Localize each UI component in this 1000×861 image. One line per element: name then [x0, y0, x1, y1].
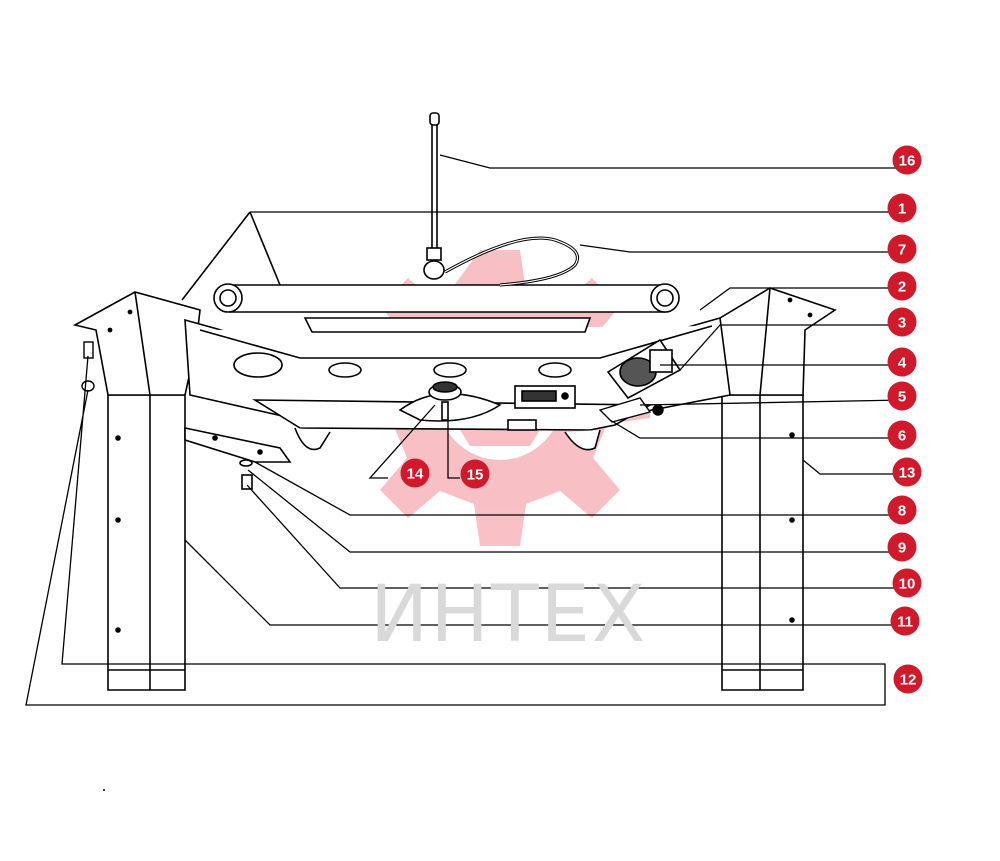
callout-11: 11 [890, 606, 920, 636]
antenna [423, 112, 445, 280]
left-pillar [107, 394, 186, 691]
callout-5: 5 [887, 381, 917, 411]
callout-9: 9 [887, 532, 917, 562]
svg-text:3: 3 [898, 315, 906, 332]
svg-text:9: 9 [898, 540, 906, 557]
svg-text:6: 6 [898, 428, 906, 445]
callout-3: 3 [887, 307, 917, 337]
callout-12: 12 [893, 664, 923, 694]
svg-text:16: 16 [899, 153, 916, 170]
callout-14: 14 [400, 458, 430, 488]
left-fasteners [81, 341, 95, 392]
svg-text:8: 8 [898, 503, 906, 520]
svg-text:2: 2 [898, 279, 906, 296]
svg-text:14: 14 [407, 466, 424, 483]
svg-text:5: 5 [898, 389, 906, 406]
callout-13: 13 [892, 457, 922, 487]
watermark-text: ИНТЕХ [370, 570, 648, 660]
mounting-strip [184, 427, 292, 490]
top-roll-bar [181, 211, 680, 333]
svg-text:10: 10 [899, 576, 916, 593]
callout-8: 8 [887, 495, 917, 525]
callout-15: 15 [460, 459, 490, 489]
callout-6: 6 [887, 420, 917, 450]
svg-text:11: 11 [897, 614, 913, 631]
callout-4: 4 [887, 347, 917, 377]
callout-16: 16 [892, 145, 922, 175]
dome-light [428, 381, 462, 421]
svg-text:1: 1 [898, 201, 906, 218]
right-pillar [721, 394, 804, 691]
side-plate [598, 397, 664, 423]
svg-text:7: 7 [898, 242, 906, 259]
callout-7: 7 [887, 234, 917, 264]
stray-dot [103, 789, 105, 791]
radio-unit [514, 385, 576, 409]
callout-1: 1 [887, 193, 917, 223]
svg-text:4: 4 [898, 355, 907, 372]
crossbeam [184, 316, 731, 421]
svg-text:15: 15 [467, 467, 484, 484]
left-upper-bracket [72, 291, 201, 396]
callout-2: 2 [887, 271, 917, 301]
leader-lines [25, 154, 906, 706]
callout-10: 10 [892, 568, 922, 598]
svg-text:12: 12 [900, 672, 917, 689]
svg-text:13: 13 [899, 465, 916, 482]
